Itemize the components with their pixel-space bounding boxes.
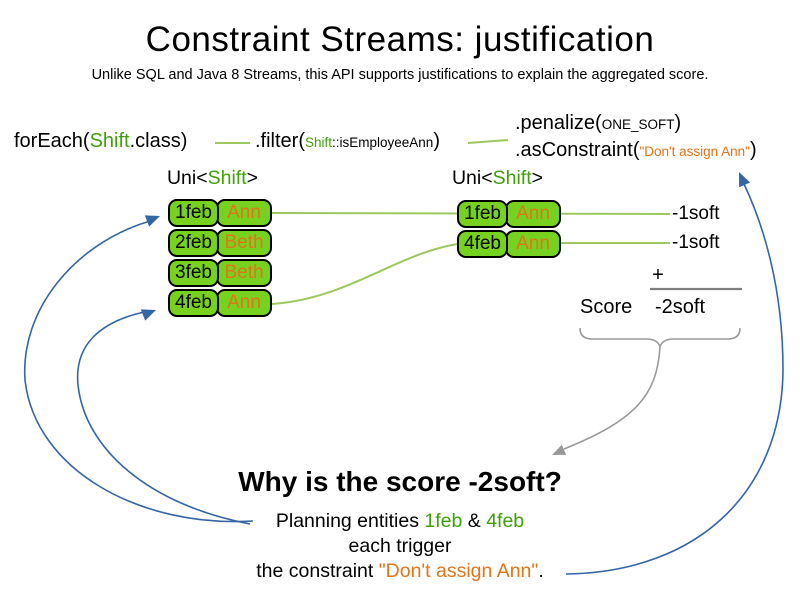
code-method-ref: ::isEmployeeAnn — [332, 135, 434, 150]
blue-arrow-constraint — [565, 183, 784, 575]
gray-arrowhead-icon — [552, 444, 567, 455]
code-text: ) — [749, 139, 757, 161]
code-text: .filter( — [255, 130, 305, 152]
penalty-label-1: -1soft — [672, 203, 720, 224]
code-constraint-name: "Don't assign Ann" — [639, 144, 750, 159]
explanation-text: the constraint — [256, 560, 379, 582]
left-stream-type-label: Uni<Shift> — [150, 167, 275, 190]
penalty-label-2: -1soft — [672, 232, 720, 253]
shift-date-cell: 1feb — [457, 200, 508, 228]
page-title: Constraint Streams: justification — [145, 20, 655, 59]
shift-employee-cell: Ann — [216, 289, 272, 317]
code-penalize: .penalize(ONE_SOFT) — [515, 112, 681, 135]
right-stream-type-label: Uni<Shift> — [435, 167, 560, 190]
explanation-text: . — [538, 560, 544, 582]
explanation-line-3: the constraint "Don't assign Ann". — [0, 560, 800, 583]
pipeline-connector-2 — [467, 139, 509, 144]
code-foreach: forEach(Shift.class) — [14, 130, 187, 153]
why-heading: Why is the score -2soft? — [238, 466, 562, 497]
shift-row: 2feb Beth — [168, 229, 272, 257]
code-penalty-arg: ONE_SOFT — [601, 117, 675, 132]
entity-4feb: 4feb — [486, 510, 525, 532]
type-label-text: > — [531, 167, 544, 189]
code-class-name: Shift — [89, 130, 130, 152]
explanation-line-2: each trigger — [348, 535, 452, 557]
right-shift-table: 1feb Ann 4feb Ann — [457, 200, 561, 260]
entity-1feb: 1feb — [424, 510, 463, 532]
code-text: .asConstraint( — [515, 139, 640, 161]
type-label-text: Uni< — [451, 167, 493, 189]
shift-row: 4feb Ann — [168, 289, 272, 317]
shift-employee-cell: Ann — [505, 230, 561, 258]
shift-row: 4feb Ann — [457, 230, 561, 258]
shift-employee-cell: Ann — [216, 199, 272, 227]
code-as-constraint: .asConstraint("Don't assign Ann") — [515, 139, 757, 162]
code-text: forEach( — [14, 130, 90, 152]
shift-row: 1feb Ann — [168, 199, 272, 227]
shift-date-cell: 4feb — [457, 230, 508, 258]
shift-date-cell: 4feb — [168, 289, 219, 317]
code-text: ) — [433, 130, 440, 152]
shift-employee-cell: Beth — [216, 259, 272, 287]
shift-date-cell: 3feb — [168, 259, 219, 287]
total-score: -2soft — [655, 296, 706, 318]
explanation-text: & — [462, 510, 487, 532]
plus-sign: + — [652, 264, 664, 286]
code-text: .class) — [129, 130, 188, 152]
shift-employee-cell: Beth — [216, 229, 272, 257]
shift-date-cell: 1feb — [168, 199, 219, 227]
blue-arrow-4feb — [76, 311, 251, 525]
constraint-name-text: "Don't assign Ann" — [378, 560, 539, 582]
left-shift-table: 1feb Ann 2feb Beth 3feb Beth 4feb Ann — [168, 199, 272, 319]
shift-row: 3feb Beth — [168, 259, 272, 287]
shift-date-cell: 2feb — [168, 229, 219, 257]
type-label-text: > — [246, 167, 259, 189]
shift-row: 1feb Ann — [457, 200, 561, 228]
blue-arrowhead-constraint-icon — [739, 172, 751, 188]
page-subtitle: Unlike SQL and Java 8 Streams, this API … — [91, 67, 709, 83]
code-filter: .filter(Shift::isEmployeeAnn) — [255, 130, 440, 153]
explanation-text: Planning entities — [275, 510, 425, 532]
type-label-class: Shift — [492, 167, 532, 189]
type-label-text: Uni< — [166, 167, 208, 189]
code-text: .penalize( — [515, 112, 602, 134]
blue-arrow-1feb — [23, 220, 254, 523]
score-label: Score — [580, 296, 633, 318]
code-class-name: Shift — [305, 135, 333, 150]
blue-arrowhead-4feb-icon — [140, 309, 156, 321]
blue-arrowhead-1feb-icon — [144, 215, 160, 227]
code-text: ) — [674, 112, 682, 134]
gray-arrow — [563, 346, 661, 450]
shift-employee-cell: Ann — [505, 200, 561, 228]
fact-connector-4feb — [271, 242, 670, 305]
type-label-class: Shift — [207, 167, 247, 189]
explanation-line-1: Planning entities 1feb & 4feb — [0, 510, 800, 533]
